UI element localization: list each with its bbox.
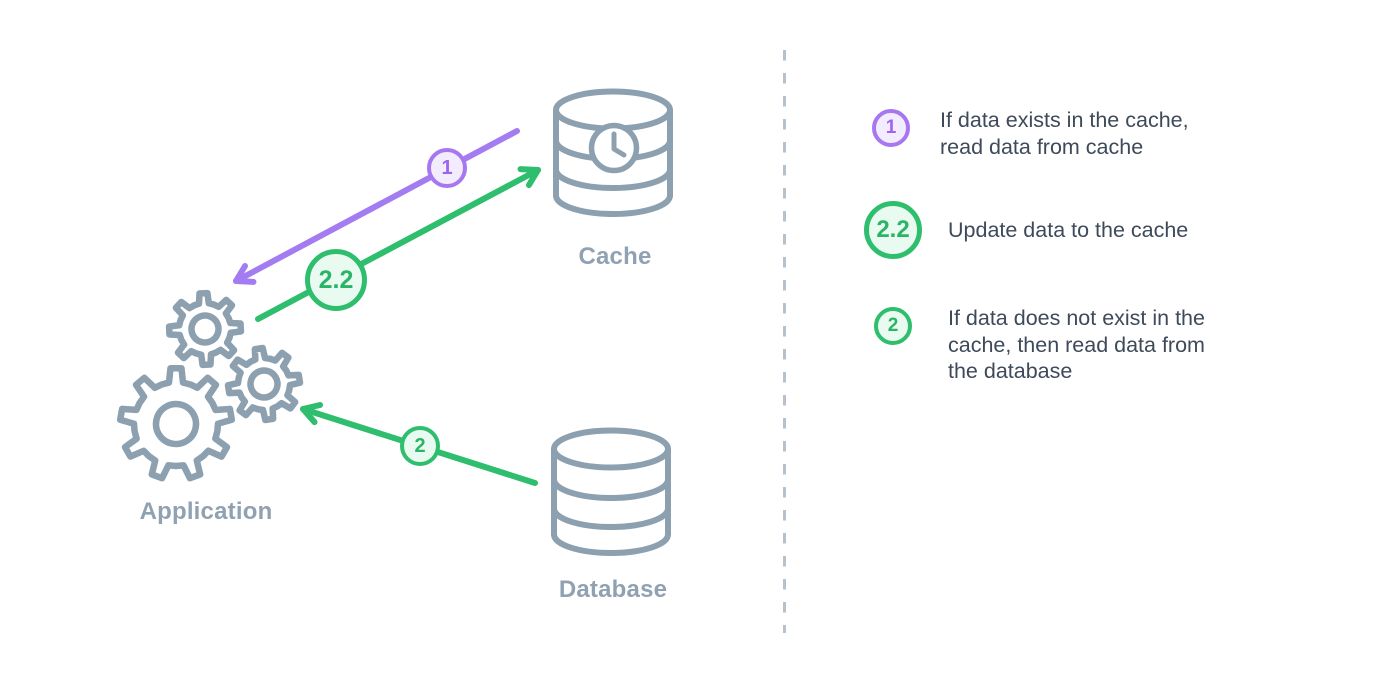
- gear-small-right-icon: [224, 344, 304, 424]
- legend-item-2.2-text: Update data to the cache: [948, 218, 1189, 242]
- arrow-badge-1: 1: [427, 148, 467, 188]
- arrow-badge-2: 2: [400, 426, 440, 466]
- gear-large-icon: [116, 365, 236, 482]
- arrow-read-from-cache: [233, 128, 520, 285]
- legend-badge-1: 1: [872, 109, 910, 147]
- arrow-update-cache: [255, 166, 541, 322]
- cache-label: Cache: [578, 243, 652, 270]
- application-label: Application: [139, 498, 273, 525]
- database-label: Database: [558, 576, 668, 603]
- legend-badge-2.2: 2.2: [864, 201, 922, 259]
- legend-item-2-text: If data does not exist in the cache, the…: [948, 306, 1205, 383]
- gear-small-top-icon: [165, 289, 245, 369]
- arrow-badge-2.2: 2.2: [305, 249, 367, 311]
- cache-icon: [556, 92, 670, 214]
- application-icon: [116, 289, 304, 482]
- database-icon: [554, 431, 668, 553]
- legend-item-1-text: If data exists in the cache, read data f…: [940, 108, 1189, 159]
- legend-badge-2: 2: [874, 307, 912, 345]
